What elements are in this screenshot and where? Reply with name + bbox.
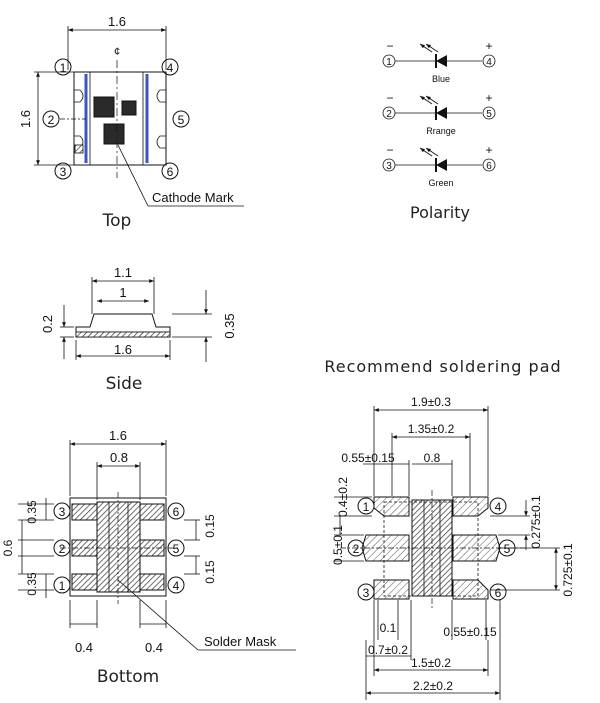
- bottom-dim-bot-left: 0.4: [75, 640, 93, 655]
- bottom-pin-3: 3: [53, 502, 71, 520]
- bottom-dim-top: 1.6: [109, 428, 127, 443]
- svg-text:2: 2: [353, 542, 360, 556]
- cathode-mark-label: Cathode Mark: [152, 190, 234, 205]
- svg-text:6: 6: [495, 586, 502, 600]
- polarity-label-blue: Blue: [432, 74, 450, 84]
- side-title: Side: [106, 374, 143, 394]
- svg-text:1: 1: [60, 61, 67, 75]
- top-dim-width: 1.6: [108, 14, 126, 29]
- bottom-dim-right-top: 0.15: [203, 514, 217, 538]
- bottom-title: Bottom: [97, 667, 159, 687]
- side-view: 1.1 1 1.6 0.2 0.35 Side: [40, 265, 237, 394]
- soldering-pad-title: Recommend soldering pad: [324, 357, 561, 376]
- svg-text:2: 2: [386, 109, 392, 120]
- svg-text:5: 5: [173, 542, 180, 556]
- solder-mask-label: Solder Mask: [204, 634, 277, 649]
- bottom-pin-2: 2: [53, 539, 71, 557]
- bottom-pin-1: 1: [53, 576, 71, 594]
- top-pin-1: 1: [54, 58, 72, 76]
- svg-text:−: −: [386, 39, 393, 53]
- svg-text:6: 6: [486, 161, 492, 172]
- svg-text:2: 2: [48, 113, 55, 127]
- pad-pin-4: 4: [489, 497, 507, 515]
- pad-dim-b1: 0.1: [380, 621, 397, 635]
- svg-text:−: −: [386, 143, 393, 157]
- bottom-dim-left-top: 0.35: [25, 500, 39, 524]
- soldering-pad-view: Recommend soldering pad 1.9±0.3 1.35±0.2…: [324, 357, 575, 700]
- side-dim-inner: 1: [119, 285, 126, 300]
- bottom-dim-bot-right: 0.4: [145, 640, 163, 655]
- bottom-pin-5: 5: [167, 539, 185, 557]
- svg-text:1: 1: [59, 579, 66, 593]
- pad-pin-6: 6: [489, 583, 507, 601]
- svg-text:1: 1: [363, 500, 370, 514]
- bottom-dim-right-bot: 0.15: [203, 560, 217, 584]
- polarity-row-blue: − + 1 4 Blue: [382, 39, 496, 84]
- top-pin-5: 5: [172, 110, 190, 128]
- svg-text:4: 4: [495, 500, 502, 514]
- side-dim-bottom: 1.6: [114, 342, 132, 357]
- bottom-pin-6: 6: [167, 502, 185, 520]
- pad-dim-b3: 0.7±0.2: [368, 643, 408, 657]
- svg-text:5: 5: [486, 109, 492, 120]
- top-pin-3: 3: [54, 162, 72, 180]
- pad-dim-right-2: 0.725±0.1: [561, 543, 575, 597]
- pad-dim-b2: 0.55±0.15: [443, 625, 497, 639]
- pad-dim-left-2: 0.5±0.1: [331, 525, 345, 565]
- svg-text:−: −: [386, 91, 393, 105]
- top-centerline-symbol: ¢: [114, 46, 120, 58]
- polarity-label-orange: Rrange: [426, 126, 456, 136]
- pad-pin-3: 3: [357, 583, 375, 601]
- pad-pin-1: 1: [357, 497, 375, 515]
- bottom-dim-left-mid: 0.6: [1, 539, 15, 556]
- svg-text:6: 6: [173, 505, 180, 519]
- svg-text:3: 3: [59, 505, 66, 519]
- svg-text:3: 3: [386, 161, 392, 172]
- polarity-row-orange: − + 2 5 Rrange: [382, 91, 496, 136]
- svg-text:5: 5: [178, 113, 185, 127]
- bottom-pin-4: 4: [167, 576, 185, 594]
- svg-text:4: 4: [486, 57, 492, 68]
- polarity-label-green: Green: [428, 178, 453, 188]
- svg-text:4: 4: [167, 61, 174, 75]
- pad-dim-b4: 1.5±0.2: [411, 656, 451, 670]
- top-pin-4: 4: [161, 58, 179, 76]
- top-pin-2: 2: [42, 110, 60, 128]
- pad-dim-right-1: 0.275±0.1: [529, 495, 543, 549]
- svg-text:3: 3: [363, 586, 370, 600]
- svg-text:5: 5: [504, 542, 511, 556]
- svg-text:+: +: [485, 39, 492, 53]
- svg-text:4: 4: [173, 579, 180, 593]
- top-pin-6: 6: [161, 162, 179, 180]
- bottom-dim-left-bot: 0.35: [25, 572, 39, 596]
- polarity-title: Polarity: [410, 203, 470, 222]
- bottom-view: 1.6 0.8 3 2 1 6: [1, 428, 296, 687]
- svg-text:+: +: [485, 91, 492, 105]
- pad-dim-b5: 2.2±0.2: [413, 679, 453, 693]
- side-dim-right: 0.35: [222, 313, 237, 338]
- pad-dim-2: 1.35±0.2: [408, 422, 455, 436]
- svg-text:1: 1: [386, 57, 392, 68]
- pad-dim-left-1: 0.4±0.2: [336, 477, 350, 517]
- pad-dim-1: 1.9±0.3: [411, 395, 451, 409]
- side-dim-top: 1.1: [114, 265, 132, 280]
- svg-text:3: 3: [60, 165, 67, 179]
- pad-dim-3: 0.55±0.15: [341, 451, 395, 465]
- polarity-row-green: − + 3 6 Green: [382, 143, 496, 188]
- svg-text:2: 2: [59, 542, 66, 556]
- top-title: Top: [102, 211, 132, 231]
- top-view: 1.6 1.6 ¢ 1 2: [18, 14, 244, 231]
- bottom-dim-inner: 0.8: [110, 450, 128, 465]
- pad-pin-2: 2: [347, 539, 365, 557]
- pad-dim-4: 0.8: [424, 451, 441, 465]
- svg-text:6: 6: [167, 165, 174, 179]
- side-dim-left: 0.2: [40, 315, 55, 333]
- top-dim-height: 1.6: [18, 110, 33, 128]
- polarity-diagram: − + 1 4 Blue − + 2 5 Rra: [382, 39, 496, 222]
- svg-text:+: +: [485, 143, 492, 157]
